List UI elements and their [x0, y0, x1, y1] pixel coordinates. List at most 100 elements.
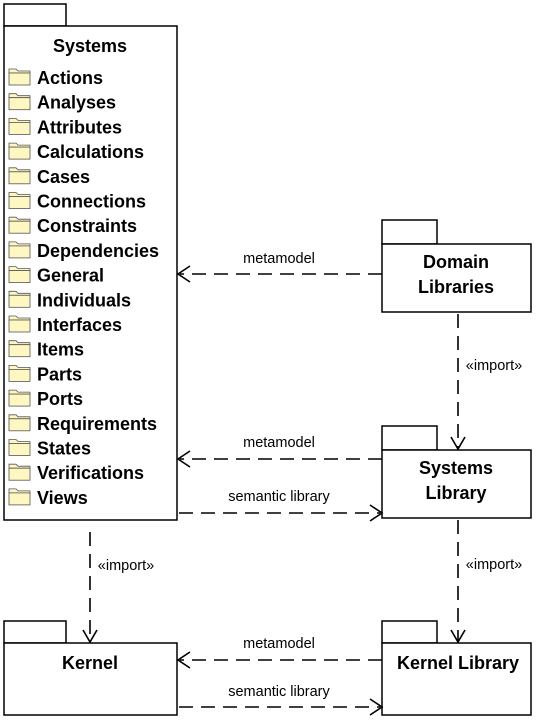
edge-label-metamodel: metamodel	[243, 435, 315, 451]
folder-icon	[8, 463, 31, 481]
package-systems-library[interactable]: Systems Library	[381, 425, 532, 519]
package-item-interfaces[interactable]: Interfaces	[8, 315, 122, 335]
package-domain-libraries-body	[381, 243, 532, 313]
package-item-items[interactable]: Items	[8, 340, 84, 360]
package-item-label: Calculations	[37, 142, 144, 162]
package-item-label: States	[37, 439, 91, 459]
package-item-label: Views	[37, 488, 88, 508]
package-item-label: Items	[37, 340, 84, 360]
package-systems-body	[3, 25, 178, 521]
edge-label-import: «import»	[98, 558, 154, 574]
package-item-label: Actions	[37, 68, 103, 88]
package-item-attributes[interactable]: Attributes	[8, 117, 122, 137]
folder-icon	[8, 266, 31, 284]
folder-icon	[8, 290, 31, 308]
folder-icon	[8, 340, 31, 358]
package-kernel-title: Kernel	[62, 653, 118, 673]
package-item-verifications[interactable]: Verifications	[8, 463, 144, 483]
edge-domain-libraries-to-systems-library: «import»	[450, 314, 522, 451]
package-item-label: Dependencies	[37, 241, 159, 261]
package-item-label: Verifications	[37, 463, 144, 483]
edge-label-semantic-library: semantic library	[228, 489, 330, 505]
package-domain-libraries-title-line1: Domain	[423, 252, 489, 272]
edge-systems-to-kernel: «import»	[82, 532, 154, 644]
folder-icon	[8, 488, 31, 506]
edge-domain-libraries-to-systems: metamodel	[176, 251, 382, 283]
edge-arrowhead	[369, 504, 384, 522]
package-item-label: Individuals	[37, 290, 131, 310]
package-item-analyses[interactable]: Analyses	[8, 93, 116, 113]
edge-arrowhead	[82, 629, 98, 644]
package-item-states[interactable]: States	[8, 439, 91, 459]
package-systems-library-title-line1: Systems	[419, 458, 493, 478]
package-systems[interactable]: Systems ActionsAnalysesAttributesCalcula…	[3, 3, 178, 521]
edge-label-import: «import»	[466, 557, 522, 573]
edge-arrowhead	[450, 629, 466, 644]
folder-icon	[8, 414, 31, 432]
package-systems-library-title-line2: Library	[425, 483, 486, 503]
folder-icon	[8, 315, 31, 333]
package-kernel-library-title: Kernel Library	[397, 653, 519, 673]
package-item-label: General	[37, 266, 104, 286]
edge-kernel-library-to-kernel: metamodel	[176, 636, 382, 669]
package-domain-libraries-tab	[381, 219, 438, 245]
package-item-dependencies[interactable]: Dependencies	[8, 241, 159, 261]
package-systems-tab	[3, 3, 67, 27]
package-item-label: Cases	[37, 167, 90, 187]
folder-icon	[8, 68, 31, 86]
edge-label-metamodel: metamodel	[243, 636, 315, 652]
package-kernel-tab	[3, 620, 67, 644]
package-kernel-library-body	[381, 642, 532, 716]
folder-icon	[8, 118, 31, 135]
package-systems-title: Systems	[53, 36, 127, 56]
package-item-label: Requirements	[37, 414, 157, 434]
package-item-parts[interactable]: Parts	[8, 364, 82, 384]
package-kernel[interactable]: Kernel	[3, 620, 178, 716]
folder-icon	[8, 389, 31, 407]
folder-icon	[8, 192, 31, 209]
package-item-calculations[interactable]: Calculations	[8, 142, 144, 162]
edge-systems-to-systems-library: semantic library	[179, 489, 384, 522]
folder-icon	[8, 167, 31, 185]
edge-arrowhead	[176, 651, 191, 669]
package-kernel-body	[3, 642, 178, 716]
package-item-constraints[interactable]: Constraints	[8, 216, 137, 236]
package-systems-item-list: ActionsAnalysesAttributesCalculationsCas…	[8, 68, 159, 508]
package-item-label: Ports	[37, 389, 83, 409]
folder-icon	[8, 439, 31, 456]
edge-arrowhead	[450, 436, 466, 451]
package-item-general[interactable]: General	[8, 266, 104, 286]
package-item-label: Analyses	[37, 93, 116, 113]
package-domain-libraries[interactable]: Domain Libraries	[381, 219, 532, 313]
package-kernel-library-tab	[381, 620, 438, 644]
package-item-label: Parts	[37, 364, 82, 384]
package-item-requirements[interactable]: Requirements	[8, 414, 157, 434]
package-item-actions[interactable]: Actions	[8, 68, 103, 88]
folder-icon	[8, 365, 31, 382]
edge-arrowhead	[176, 450, 191, 468]
package-item-label: Attributes	[37, 117, 122, 137]
package-item-individuals[interactable]: Individuals	[8, 290, 131, 310]
package-item-label: Connections	[37, 192, 146, 212]
edge-kernel-to-kernel-library: semantic library	[179, 684, 384, 716]
package-domain-libraries-title-line2: Libraries	[418, 277, 494, 297]
package-kernel-library[interactable]: Kernel Library	[381, 620, 532, 716]
edge-label-metamodel: metamodel	[243, 251, 315, 267]
package-item-ports[interactable]: Ports	[8, 389, 83, 409]
edge-label-semantic-library: semantic library	[228, 684, 330, 700]
package-item-connections[interactable]: Connections	[8, 192, 146, 212]
package-item-views[interactable]: Views	[8, 488, 88, 508]
folder-icon	[8, 93, 31, 111]
folder-icon	[8, 216, 31, 234]
folder-icon	[8, 241, 31, 259]
package-item-label: Interfaces	[37, 315, 122, 335]
package-systems-library-tab	[381, 425, 438, 451]
package-item-label: Constraints	[37, 216, 137, 236]
edge-systems-library-to-systems: metamodel	[176, 435, 382, 468]
package-item-cases[interactable]: Cases	[8, 167, 90, 187]
folder-icon	[8, 142, 31, 160]
edge-systems-library-to-kernel-library: «import»	[450, 520, 522, 644]
edge-arrowhead	[369, 698, 384, 716]
package-systems-library-body	[381, 449, 532, 519]
